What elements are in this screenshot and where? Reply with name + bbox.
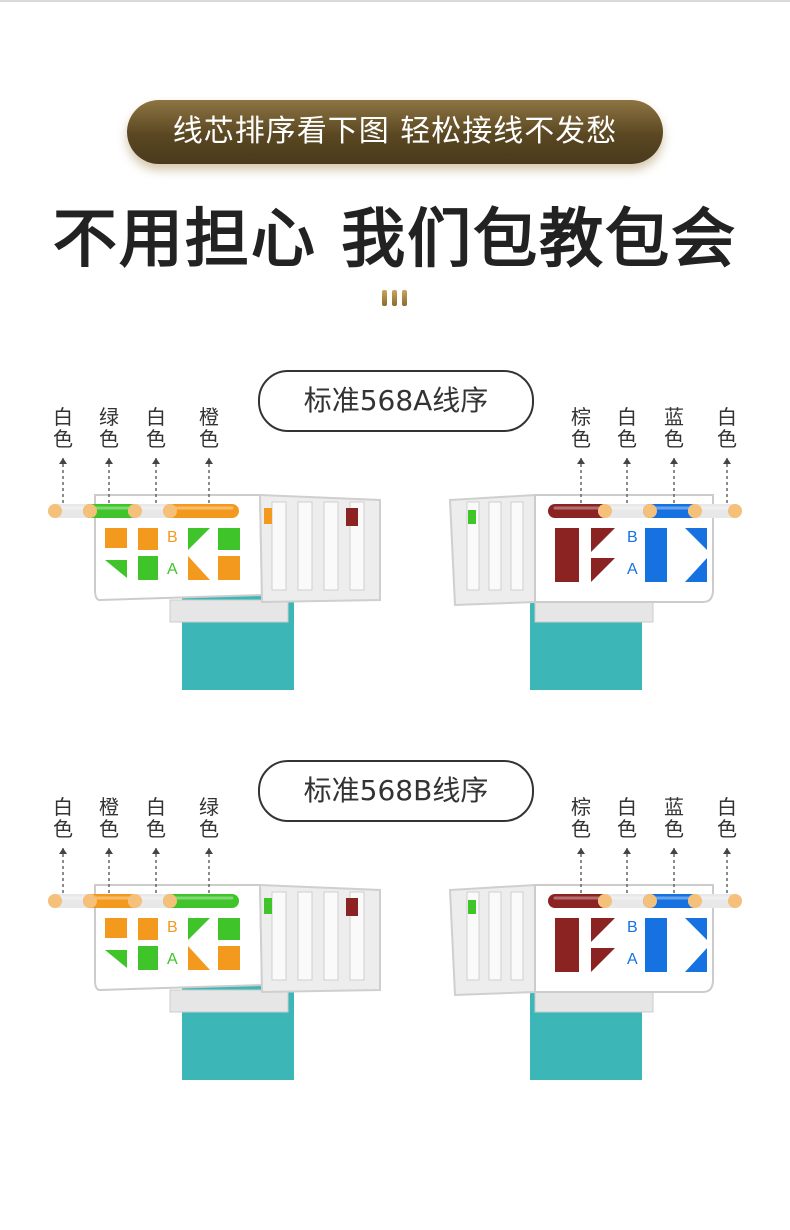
jack-illustration: BA: [48, 848, 381, 1080]
wire-label: 白色白色: [146, 405, 166, 451]
wire-tip: [128, 504, 142, 518]
wire-tip: [83, 504, 97, 518]
wire-label: 白色白色: [617, 795, 637, 841]
letter-b: B: [627, 919, 638, 936]
headline: 不用担心 我们包教包会: [52, 203, 738, 277]
wire-label: 白色白色: [617, 405, 637, 451]
color-block: [555, 528, 579, 582]
jack-illustration: BA: [448, 458, 742, 690]
color-block: [591, 948, 615, 972]
jack-illustration: BA: [48, 458, 381, 690]
wire-label: 橙色橙色: [199, 405, 219, 451]
wire-label: 绿色绿色: [199, 795, 219, 841]
standard-568a-label: 标准568A线序: [258, 370, 534, 432]
color-block: [105, 918, 127, 938]
top-divider: [0, 0, 790, 2]
color-block: [685, 918, 707, 940]
color-block: [591, 918, 615, 942]
wire-label: 棕色棕色: [571, 405, 591, 451]
wire-tip: [643, 504, 657, 518]
color-block: [105, 560, 127, 578]
jack-face: [534, 494, 714, 603]
color-block: [188, 556, 210, 580]
wire-tip: [643, 894, 657, 908]
color-block: [685, 558, 707, 582]
wire-label: 白色白色: [717, 405, 737, 451]
jack-face: [534, 884, 714, 993]
color-block: [188, 918, 210, 940]
wire-tip: [728, 894, 742, 908]
jack-illustration: BA: [448, 848, 742, 1080]
letter-b: B: [167, 529, 178, 546]
wire-label: 橙色橙色: [99, 795, 119, 841]
color-block: [591, 558, 615, 582]
wire-label: 白色白色: [717, 795, 737, 841]
wire-label: 白色白色: [53, 405, 73, 451]
letter-a: A: [167, 561, 178, 578]
color-block: [188, 528, 210, 550]
color-block: [218, 528, 240, 550]
decorative-dots: [380, 290, 410, 310]
letter-a: A: [627, 561, 638, 578]
wire-tip: [48, 894, 62, 908]
color-block: [105, 528, 127, 548]
wire-label: 绿色绿色: [99, 405, 119, 451]
wire-tip: [128, 894, 142, 908]
wire-label: 蓝色蓝色: [664, 405, 684, 451]
letter-a: A: [167, 951, 178, 968]
color-block: [555, 918, 579, 972]
standard-568b-label: 标准568B线序: [258, 760, 534, 822]
color-block: [218, 556, 240, 580]
wire-tip: [48, 504, 62, 518]
color-block: [591, 528, 615, 552]
letter-b: B: [627, 529, 638, 546]
wire-tip: [598, 894, 612, 908]
color-block: [218, 918, 240, 940]
letter-a: A: [627, 951, 638, 968]
wire-label: 白色白色: [146, 795, 166, 841]
color-block: [685, 528, 707, 550]
color-block: [138, 528, 158, 550]
color-block: [645, 918, 667, 972]
letter-b: B: [167, 919, 178, 936]
color-block: [138, 918, 158, 940]
wire-label: 蓝色蓝色: [664, 795, 684, 841]
color-block: [188, 946, 210, 970]
color-block: [218, 946, 240, 970]
color-block: [138, 556, 158, 580]
color-block: [685, 948, 707, 972]
wire-label: 棕色棕色: [571, 795, 591, 841]
wire-tip: [163, 504, 177, 518]
wire-tip: [163, 894, 177, 908]
wire-tip: [688, 894, 702, 908]
color-block: [645, 528, 667, 582]
color-block: [138, 946, 158, 970]
wire-tip: [598, 504, 612, 518]
top-banner: 线芯排序看下图 轻松接线不发愁: [127, 100, 663, 164]
color-block: [105, 950, 127, 968]
wire-tip: [728, 504, 742, 518]
wire-label: 白色白色: [53, 795, 73, 841]
wire-tip: [688, 504, 702, 518]
wire-tip: [83, 894, 97, 908]
